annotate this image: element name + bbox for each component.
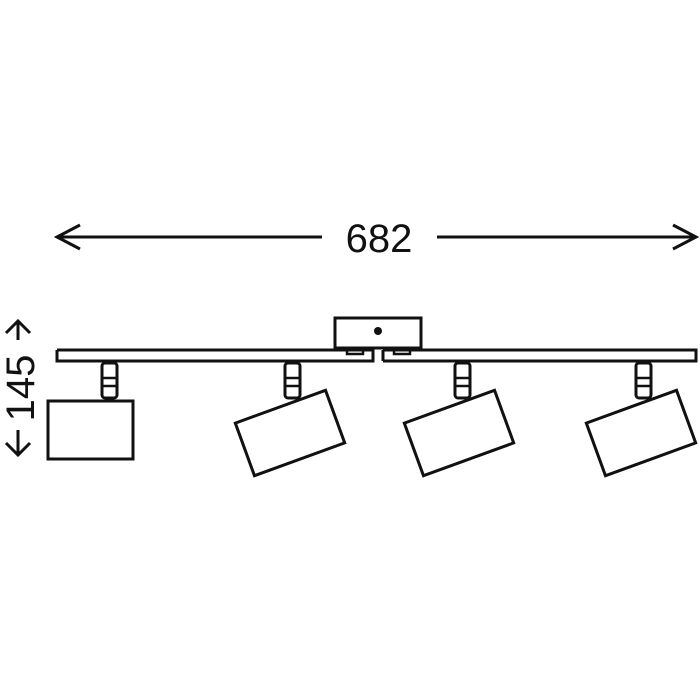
spot-head-3 bbox=[402, 361, 516, 478]
width-dimension: 682 bbox=[53, 217, 700, 261]
spot-head-4 bbox=[584, 361, 698, 478]
height-dimension-label: 145 bbox=[0, 355, 43, 422]
spot-head-2 bbox=[233, 361, 347, 478]
canopy-screw bbox=[374, 327, 382, 335]
height-dimension: 145 bbox=[0, 318, 43, 458]
mounting-bar bbox=[55, 348, 698, 363]
spot-head-1 bbox=[46, 361, 135, 461]
width-dimension-label: 682 bbox=[346, 217, 413, 261]
